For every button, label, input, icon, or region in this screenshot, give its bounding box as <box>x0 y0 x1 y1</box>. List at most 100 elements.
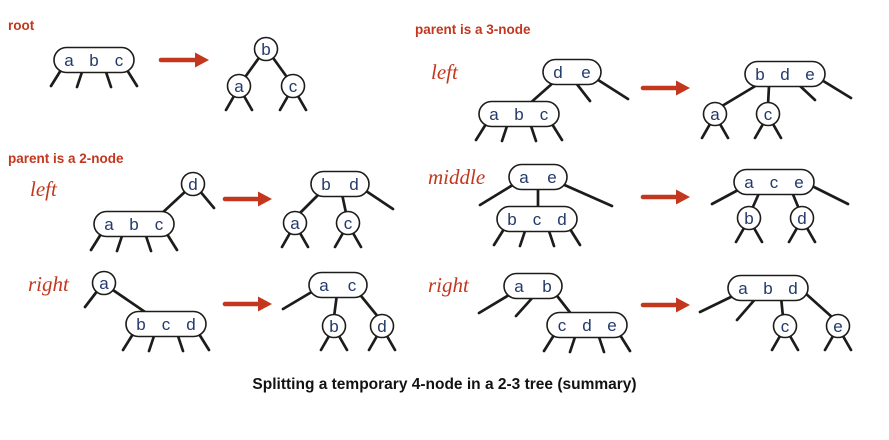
child-leg <box>787 226 799 244</box>
child-leg <box>367 334 379 352</box>
node-letter: c <box>344 214 353 233</box>
tree-node-circle <box>825 313 851 339</box>
node-letter: c <box>558 316 567 335</box>
transform-arrow-head <box>258 296 272 312</box>
child-leg <box>147 334 156 353</box>
node-letter: e <box>794 173 803 192</box>
child-leg <box>771 122 783 140</box>
node-letter: e <box>805 65 814 84</box>
tree-node-pill <box>496 205 578 233</box>
section-heading: root <box>8 18 35 33</box>
tree-node-circle <box>335 210 361 236</box>
node-letter: c <box>155 215 164 234</box>
figure-caption: Splitting a temporary 4-node in a 2-3 tr… <box>252 376 637 393</box>
child-leg <box>500 124 509 143</box>
node-letter: c <box>540 105 549 124</box>
child-leg <box>597 335 606 354</box>
node-letter: d <box>797 209 806 228</box>
node-letter: a <box>738 279 748 298</box>
tree-node-circle <box>772 313 798 339</box>
transform-arrow-head <box>676 189 690 205</box>
child-leg <box>319 334 331 352</box>
tree-node-circle <box>755 101 781 127</box>
child-leg <box>568 227 582 247</box>
child-leg <box>337 334 349 352</box>
child-leg <box>144 234 153 253</box>
child-leg <box>542 333 556 353</box>
node-letter: d <box>557 210 566 229</box>
tree-edge <box>269 53 291 82</box>
tree-node-circle <box>226 73 252 99</box>
tree-node-circle <box>253 36 279 62</box>
node-letter: b <box>261 40 270 59</box>
node-letter: b <box>542 277 551 296</box>
child-leg <box>734 226 746 244</box>
child-leg <box>278 94 290 112</box>
child-leg <box>121 332 135 352</box>
node-letter: b <box>89 51 98 70</box>
tree-node-circle <box>91 270 117 296</box>
node-letter: b <box>321 175 330 194</box>
node-letter: c <box>764 105 773 124</box>
node-letter: a <box>99 274 109 293</box>
node-letter: e <box>833 317 842 336</box>
node-letter: a <box>319 276 329 295</box>
tree-node-circle <box>180 171 206 197</box>
node-letter: c <box>162 315 171 334</box>
tree-node-pill <box>93 210 175 238</box>
case-label: right <box>428 273 470 297</box>
case-label: right <box>28 272 70 296</box>
node-letter: d <box>349 175 358 194</box>
tree-node-circle <box>321 313 347 339</box>
child-leg <box>788 334 800 352</box>
node-letter: a <box>290 214 300 233</box>
node-letter: d <box>582 316 591 335</box>
child-leg <box>550 122 564 142</box>
child-leg <box>770 334 782 352</box>
tree-edge <box>797 83 817 102</box>
tree-edge <box>158 187 190 217</box>
node-letter: a <box>710 105 720 124</box>
tree-edge <box>281 288 317 311</box>
case-label: left <box>30 177 58 201</box>
tree-edge <box>558 181 614 208</box>
tree-edge <box>818 77 853 100</box>
child-leg <box>165 232 179 252</box>
child-leg <box>49 68 63 88</box>
child-leg <box>753 122 765 140</box>
child-leg <box>841 334 853 352</box>
transform-arrow-head <box>676 297 690 313</box>
section-heading: parent is a 2-node <box>8 151 124 166</box>
section-heading: parent is a 3-node <box>415 22 531 37</box>
child-leg <box>618 333 632 353</box>
node-letter: c <box>348 276 357 295</box>
tree-edge <box>197 188 216 210</box>
tree-node-pill <box>744 60 826 88</box>
tree-node-pill <box>503 272 563 300</box>
child-leg <box>529 124 538 143</box>
child-leg <box>115 234 124 253</box>
node-letter: d <box>188 175 197 194</box>
node-letter: a <box>104 215 114 234</box>
node-letter: d <box>377 317 386 336</box>
tree-node-pill <box>125 310 207 338</box>
tree-node-circle <box>369 313 395 339</box>
node-letter: c <box>533 210 542 229</box>
tree-node-pill <box>508 163 568 191</box>
tree-edge <box>574 81 592 103</box>
node-letter: b <box>744 209 753 228</box>
node-letter: d <box>186 315 195 334</box>
node-letter: a <box>519 168 529 187</box>
child-leg <box>298 231 310 249</box>
transform-arrow-head <box>676 80 690 96</box>
tree-edge <box>478 181 518 207</box>
child-leg <box>823 334 835 352</box>
tree-edge <box>514 294 536 318</box>
transform-arrow-head <box>258 191 272 207</box>
child-leg <box>492 227 506 247</box>
tree-node-pill <box>542 58 602 86</box>
tree-node-pill <box>53 46 135 74</box>
child-leg <box>568 335 577 354</box>
